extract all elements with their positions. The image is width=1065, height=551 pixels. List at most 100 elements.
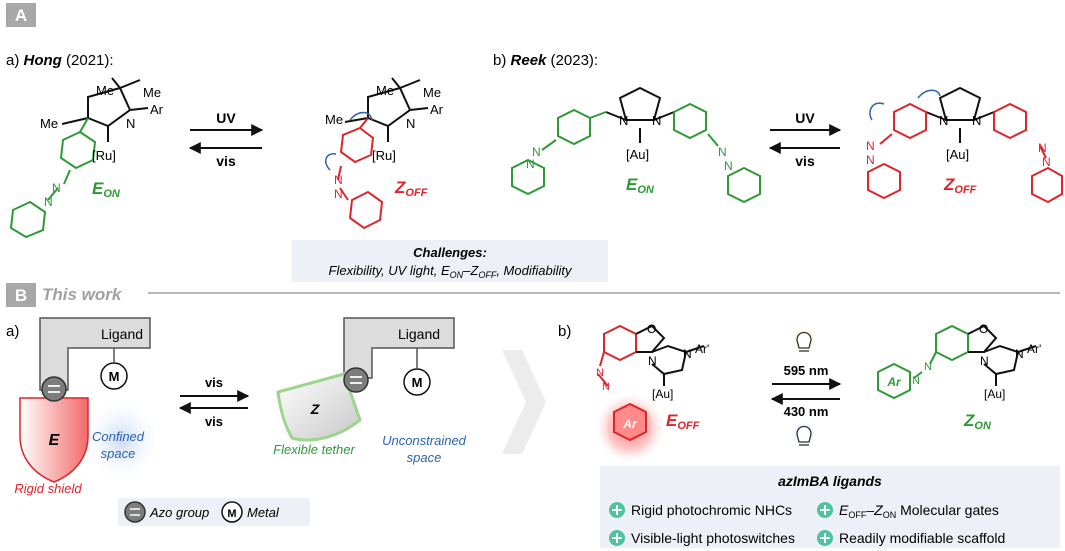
reek-e-on-label: EON bbox=[626, 175, 655, 196]
ar-label-z-on: Ar bbox=[886, 375, 902, 389]
azimba-azo-n3: N bbox=[924, 361, 932, 373]
panel-b: B This work a) b) Ligand M E Confined sp… bbox=[6, 283, 1060, 548]
reek-n-label-4: N bbox=[972, 113, 981, 128]
azimba-au-label-2: [Au] bbox=[984, 387, 1005, 401]
azimba-azo-n1: N bbox=[596, 367, 604, 379]
rigid-shield-label: Rigid shield bbox=[14, 481, 82, 496]
metal-icon-e bbox=[100, 362, 128, 390]
hong-ar-label-2: Ar bbox=[430, 102, 444, 117]
e-state-cartoon: Ligand M E Confined space Rigid shield bbox=[14, 317, 156, 496]
azimba-z-on-structure bbox=[877, 324, 1037, 400]
flexible-tether-icon bbox=[276, 372, 362, 442]
azimba-features-box: azImBA ligands Rigid photochromic NHCs V… bbox=[600, 466, 1060, 548]
reek-n-label-1: N bbox=[619, 113, 628, 128]
reek-e-on-structure bbox=[511, 86, 761, 204]
reek-vis-label: vis bbox=[795, 153, 815, 169]
legend-azo-label: Azo group bbox=[149, 505, 209, 520]
hong-azo-n4: N bbox=[334, 187, 343, 201]
reek-azo-n6: N bbox=[866, 153, 875, 167]
metal-symbol-e: M bbox=[109, 369, 120, 384]
azimba-e-off-structure bbox=[597, 324, 705, 387]
features-title: azImBA ligands bbox=[778, 473, 882, 489]
hong-azo-n1: N bbox=[52, 181, 61, 195]
reek-citation: b) Reek (2023): bbox=[493, 52, 598, 69]
reek-azo-n2: N bbox=[526, 157, 535, 171]
reek-uv-label: UV bbox=[795, 110, 815, 126]
azimba-n-label-4: N bbox=[1015, 347, 1024, 361]
azimba-n-label-1: N bbox=[648, 354, 657, 368]
feature-gates-label: EOFF–ZON Molecular gates bbox=[839, 502, 999, 520]
cartoon-vis-label-1: vis bbox=[205, 375, 223, 390]
hong-azo-n2: N bbox=[44, 195, 53, 209]
hong-ru-label-1: [Ru] bbox=[92, 148, 116, 163]
challenges-box bbox=[292, 240, 608, 282]
azimba-azo-n2: N bbox=[602, 381, 610, 393]
panel-b-b-label: b) bbox=[558, 323, 571, 340]
legend-metal-icon bbox=[221, 501, 243, 523]
light-bulb-icon-595 bbox=[796, 331, 812, 349]
metal-icon-z bbox=[403, 368, 431, 396]
badge-a bbox=[6, 3, 36, 27]
badge-b bbox=[6, 283, 36, 307]
unconstrained-label-2: space bbox=[407, 450, 442, 465]
rigid-shield-icon bbox=[19, 397, 89, 483]
reek-au-label-1: [Au] bbox=[626, 147, 649, 162]
azimba-o-label-2: O bbox=[979, 322, 988, 336]
reek-azo-n4: N bbox=[724, 159, 733, 173]
reek-azo-n1: N bbox=[532, 145, 541, 159]
reek-azo-n7: N bbox=[1038, 141, 1047, 155]
cartoon-legend: Azo group M Metal bbox=[118, 498, 310, 526]
legend-metal-label: Metal bbox=[247, 505, 280, 520]
metal-symbol-z: M bbox=[412, 375, 423, 390]
hong-n-label-2: N bbox=[406, 116, 415, 131]
azimba-au-label-1: [Au] bbox=[652, 387, 673, 401]
azimba-n-label-3: N bbox=[980, 354, 989, 368]
legend-metal-symbol: M bbox=[227, 508, 236, 520]
reek-azo-n8: N bbox=[1042, 155, 1051, 169]
reek-z-off-label: ZOFF bbox=[943, 175, 977, 196]
hong-vis-label: vis bbox=[216, 153, 236, 169]
feature-2-label: Visible-light photoswitches bbox=[631, 530, 795, 546]
confined-label-2: space bbox=[101, 446, 136, 461]
azimba-arp-label-1: Ar' bbox=[695, 342, 709, 356]
feature-3-label: Readily modifiable scaffold bbox=[839, 530, 1005, 546]
this-work-title: This work bbox=[42, 285, 123, 304]
legend-azo-icon bbox=[124, 501, 146, 523]
reek-azo-n3: N bbox=[718, 145, 727, 159]
badge-b-label: B bbox=[15, 286, 27, 305]
panel-b-a-label: a) bbox=[6, 323, 19, 340]
hong-ar-label-1: Ar bbox=[150, 102, 164, 117]
azimba-o-label-1: O bbox=[647, 322, 656, 336]
azo-group-icon-z bbox=[343, 367, 369, 393]
cartoon-vis-label-2: vis bbox=[205, 414, 223, 429]
hong-me-label-5: Me bbox=[423, 85, 441, 100]
hong-ru-label-2: [Ru] bbox=[372, 148, 396, 163]
wavelength-595-label: 595 nm bbox=[784, 363, 829, 378]
hong-z-off-label: ZOFF bbox=[394, 178, 428, 199]
ar-ring-e-off bbox=[613, 402, 647, 442]
hong-me-label-4: Me bbox=[376, 83, 394, 98]
hong-azo-n3: N bbox=[334, 173, 343, 187]
flexible-tether-label: Flexible tether bbox=[273, 442, 355, 457]
reek-z-off-structure bbox=[867, 86, 1063, 204]
hong-me-label-1: Me bbox=[96, 83, 114, 98]
azimba-azo-n4: N bbox=[912, 375, 920, 387]
hong-me-label-6: Me bbox=[325, 112, 343, 127]
hong-citation: a) Hong (2021): bbox=[6, 52, 114, 69]
legend-box bbox=[118, 498, 310, 526]
light-bulb-icon-430 bbox=[796, 425, 812, 443]
e-off-label: EOFF bbox=[666, 411, 700, 432]
tether-z-letter: Z bbox=[310, 401, 320, 417]
confined-label-1: Confined bbox=[92, 429, 145, 444]
wavelength-430-label: 430 nm bbox=[784, 404, 829, 419]
reek-n-label-2: N bbox=[652, 113, 661, 128]
reek-azo-n5: N bbox=[866, 139, 875, 153]
hong-me-label-3: Me bbox=[40, 116, 58, 131]
ligand-label-e: Ligand bbox=[101, 326, 143, 342]
panel-a: A a) Hong (2021): b) Reek (2023): Me Me … bbox=[6, 3, 1063, 282]
ligand-scaffold-e bbox=[39, 317, 151, 391]
ar-label-e-off: Ar bbox=[622, 417, 638, 431]
hong-z-off-structure bbox=[325, 77, 429, 230]
badge-a-label: A bbox=[15, 6, 27, 25]
